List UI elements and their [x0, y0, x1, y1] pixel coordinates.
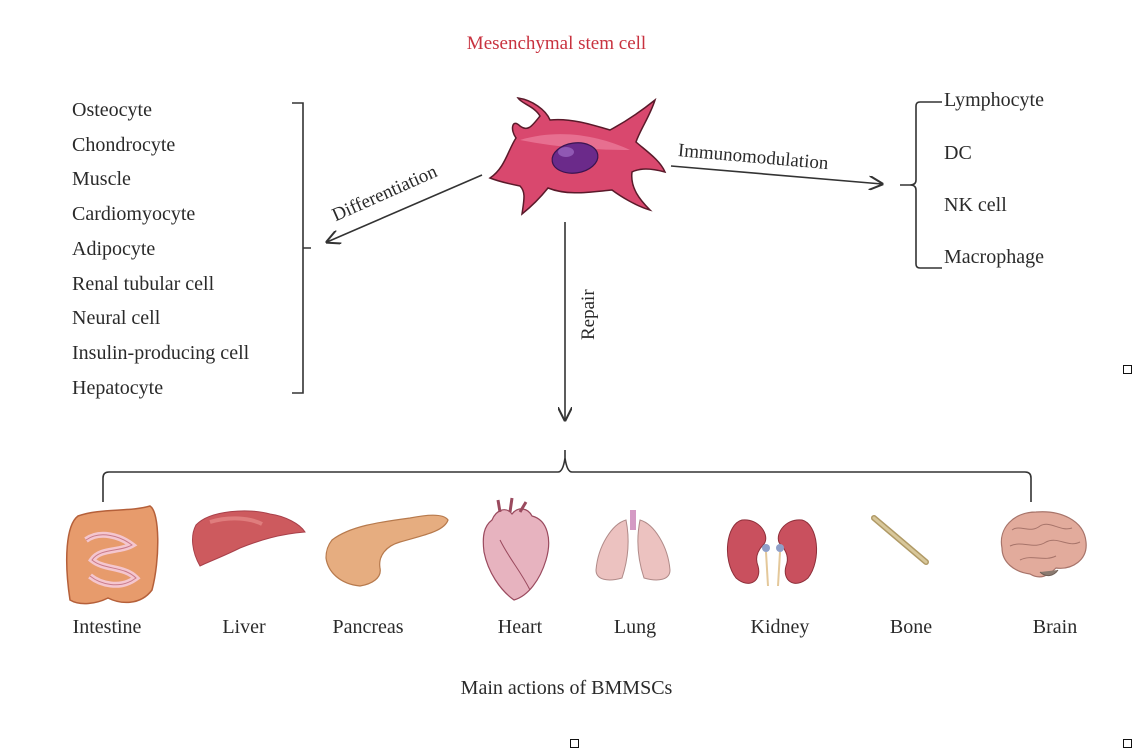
- diagram-title: Mesenchymal stem cell: [466, 33, 647, 54]
- organ-label-heart: Heart: [497, 616, 543, 638]
- list-item: NK cell: [944, 194, 1007, 216]
- organ-label-liver: Liver: [222, 616, 266, 638]
- organ-label-kidney: Kidney: [750, 616, 810, 638]
- list-item: Cardiomyocyte: [72, 203, 196, 226]
- list-item: Chondrocyte: [72, 133, 176, 156]
- list-item: DC: [944, 142, 972, 164]
- list-item: Macrophage: [944, 246, 1044, 268]
- differentiation-list: Osteocyte Chondrocyte Muscle Cardiomyocy…: [72, 93, 249, 405]
- list-item: Neural cell: [72, 307, 161, 330]
- differentiation-bracket: [292, 102, 311, 394]
- list-item: Adipocyte: [72, 237, 156, 260]
- resize-handle-right[interactable]: [1123, 365, 1132, 374]
- differentiation-arrow: [327, 174, 483, 242]
- list-item: Insulin-producing cell: [72, 341, 250, 364]
- list-item: Renal tubular cell: [72, 272, 215, 295]
- organ-label-intestine: Intestine: [72, 616, 142, 638]
- immunomodulation-arrow: [670, 165, 882, 184]
- organ-label-pancreas: Pancreas: [332, 616, 404, 638]
- list-item: Hepatocyte: [72, 376, 164, 399]
- list-item: Osteocyte: [72, 99, 152, 121]
- list-item: Lymphocyte: [944, 89, 1044, 111]
- organ-label-brain: Brain: [1032, 616, 1078, 638]
- organ-label-lung: Lung: [613, 616, 657, 638]
- repair-bracket: [102, 450, 1032, 502]
- immunomodulation-bracket: [900, 101, 942, 269]
- organ-label-bone: Bone: [889, 616, 933, 638]
- figure-caption: Main actions of BMMSCs: [460, 677, 673, 699]
- list-item: Muscle: [72, 168, 131, 191]
- repair-label: Repair: [578, 289, 599, 340]
